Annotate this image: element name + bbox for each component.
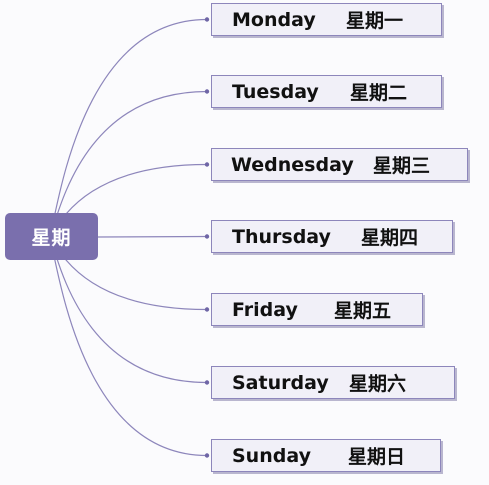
- connector-dot-saturday: [204, 380, 210, 385]
- connector-dot-tuesday: [204, 89, 210, 94]
- branch-english-label: Tuesday: [232, 80, 319, 103]
- branch-chinese-label: 星期二: [350, 82, 408, 104]
- branch-chinese-label: 星期三: [373, 155, 431, 177]
- branch-sunday[interactable]: Sunday 星期日: [211, 439, 441, 472]
- branch-chinese-label: 星期五: [334, 300, 392, 322]
- connector-monday: [49, 18, 208, 238]
- central-topic[interactable]: 星期: [5, 213, 98, 260]
- branch-english-label: Wednesday: [231, 153, 354, 176]
- connector-dot-monday: [204, 17, 210, 22]
- branch-tuesday[interactable]: Tuesday 星期二: [211, 75, 442, 108]
- branch-monday[interactable]: Monday 星期一: [211, 3, 442, 36]
- connector-dot-thursday: [204, 234, 210, 239]
- central-topic-label: 星期: [31, 227, 72, 249]
- branch-english-label: Sunday: [232, 444, 311, 467]
- branch-chinese-label: 星期日: [348, 446, 406, 468]
- branch-english-label: Thursday: [232, 225, 331, 248]
- branch-saturday[interactable]: Saturday 星期六: [211, 366, 455, 399]
- branch-english-label: Saturday: [232, 371, 329, 394]
- branch-thursday[interactable]: Thursday 星期四: [211, 220, 453, 253]
- connector-sunday: [49, 236, 208, 457]
- branch-friday[interactable]: Friday 星期五: [211, 293, 423, 326]
- branch-wednesday[interactable]: Wednesday 星期三: [211, 148, 468, 181]
- branch-chinese-label: 星期一: [346, 10, 404, 32]
- branch-english-label: Monday: [232, 8, 316, 31]
- branch-english-label: Friday: [232, 298, 298, 321]
- connector-thursday: [97, 235, 208, 238]
- connector-dot-friday: [204, 307, 210, 312]
- connector-dot-wednesday: [204, 162, 210, 167]
- branch-chinese-label: 星期四: [361, 227, 419, 249]
- connector-dot-sunday: [204, 453, 210, 458]
- branch-chinese-label: 星期六: [349, 373, 407, 395]
